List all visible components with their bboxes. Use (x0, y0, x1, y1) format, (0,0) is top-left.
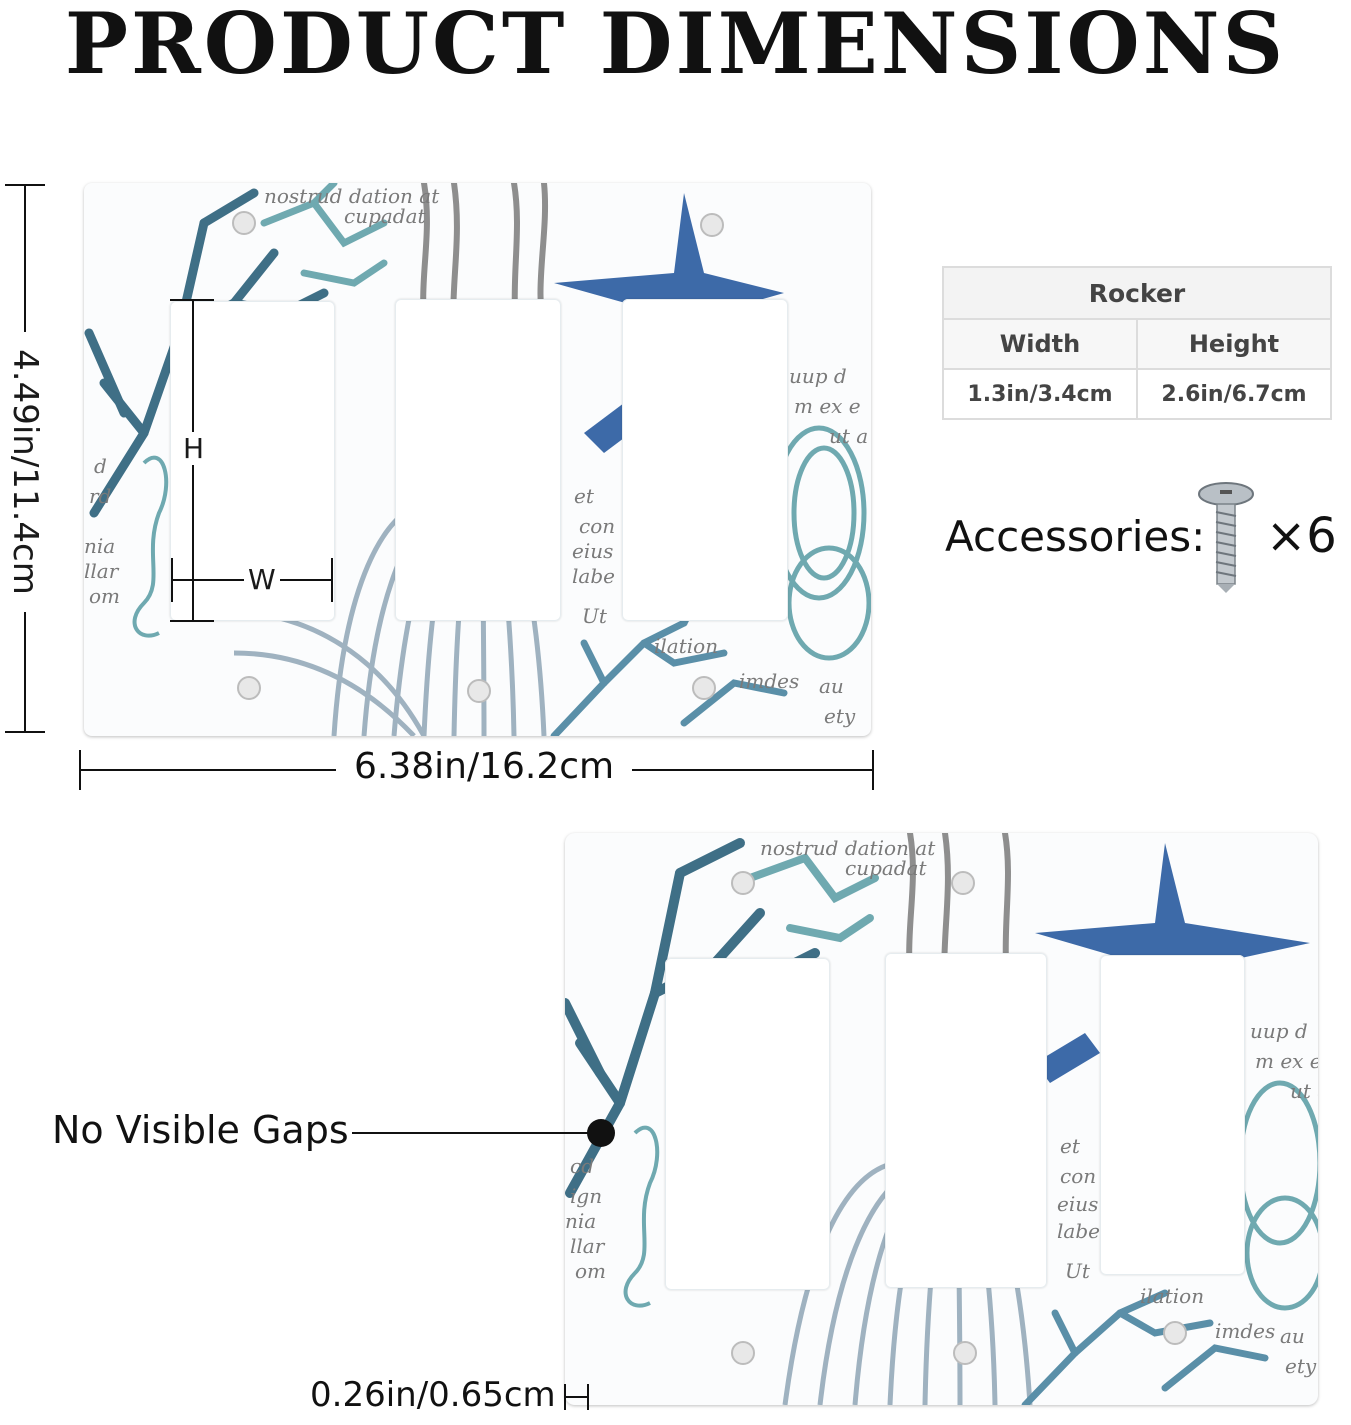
svg-text:con: con (579, 514, 615, 538)
callout-dot (587, 1119, 615, 1147)
svg-text:cd: cd (570, 1154, 594, 1178)
svg-text:et: et (574, 484, 595, 508)
svg-text:uup d: uup d (1250, 1019, 1308, 1043)
svg-text:eius: eius (572, 539, 613, 563)
svg-text:m ex e: m ex e (1255, 1049, 1318, 1073)
svg-text:nia: nia (565, 1209, 596, 1233)
svg-text:ut a: ut a (829, 424, 868, 448)
svg-text:cupadat: cupadat (344, 204, 427, 228)
spec-col-height: Height (1136, 318, 1332, 370)
svg-text:imdes: imdes (739, 669, 799, 693)
svg-text:et: et (1060, 1134, 1081, 1158)
thickness-tick-right (587, 1384, 589, 1410)
rocker-spec-table: Rocker Width Height 1.3in/3.4cm 2.6in/6.… (942, 266, 1332, 420)
spec-table-header: Rocker (942, 266, 1332, 320)
svg-text:uup d: uup d (789, 364, 847, 388)
svg-text:imdes: imdes (1215, 1319, 1275, 1343)
wall-plate-angled: nostrud dation at cupadat uup d m ex e u… (565, 833, 1318, 1405)
opening-height-marker: H (181, 432, 207, 465)
opening-width-tick-right (331, 558, 333, 602)
svg-text:ign: ign (570, 1184, 602, 1208)
accessories-label: Accessories: (945, 512, 1206, 561)
svg-text:rd: rd (89, 484, 111, 508)
opening-width-tick-left (171, 558, 173, 602)
accessories-count: ×6 (1266, 508, 1337, 564)
wall-plate-front: nostrud dation at cupadat uup d m ex e u… (84, 183, 871, 736)
svg-text:ut a: ut a (1290, 1079, 1318, 1103)
svg-text:au: au (819, 674, 844, 698)
thickness-line (564, 1396, 588, 1398)
svg-text:ilation: ilation (654, 634, 718, 658)
rocker-opening-right (622, 299, 788, 621)
spec-value-height: 2.6in/6.7cm (1136, 368, 1332, 420)
svg-text:con: con (1060, 1164, 1096, 1188)
rocker-opening-middle (395, 299, 561, 621)
plate-height-tick-top (5, 184, 45, 186)
spec-col-width: Width (942, 318, 1138, 370)
svg-text:om: om (89, 584, 120, 608)
svg-text:cupadat: cupadat (845, 856, 928, 880)
svg-text:nostrud dation at: nostrud dation at (264, 184, 440, 208)
svg-text:Ut: Ut (1065, 1259, 1091, 1283)
opening-height-tick-bottom (170, 620, 214, 622)
svg-text:ety: ety (1285, 1354, 1317, 1378)
svg-text:d: d (94, 454, 107, 478)
no-visible-gaps-label: No Visible Gaps (52, 1108, 349, 1152)
svg-text:nostrud dation at: nostrud dation at (760, 836, 936, 860)
rocker-opening-middle-angled (885, 953, 1047, 1288)
plate-width-tick-right (872, 750, 874, 790)
rocker-opening-right-angled (1100, 955, 1245, 1275)
spec-value-width: 1.3in/3.4cm (942, 368, 1138, 420)
plate-thickness-label: 0.26in/0.65cm (310, 1375, 556, 1415)
plate-height-label: 4.49in/11.4cm (5, 332, 45, 612)
svg-text:ety: ety (824, 704, 856, 728)
page-title: PRODUCT DIMENSIONS (64, 0, 1287, 93)
plate-width-label: 6.38in/16.2cm (336, 746, 633, 787)
svg-text:llar: llar (84, 559, 120, 583)
svg-text:labe: labe (572, 564, 615, 588)
opening-width-marker: W (244, 563, 280, 596)
svg-text:om: om (575, 1259, 606, 1283)
plate-height-tick-bottom (5, 731, 45, 733)
svg-text:m ex e: m ex e (794, 394, 861, 418)
svg-text:au: au (1280, 1324, 1305, 1348)
svg-text:nia: nia (84, 534, 115, 558)
plate-width-tick-left (79, 750, 81, 790)
opening-height-tick-top (170, 299, 214, 301)
svg-text:ilation: ilation (1140, 1284, 1204, 1308)
rocker-opening-left-angled (665, 958, 830, 1290)
screw-icon (1196, 480, 1256, 595)
callout-line (352, 1132, 600, 1134)
svg-text:llar: llar (570, 1234, 606, 1258)
svg-text:eius: eius (1057, 1192, 1098, 1216)
svg-text:Ut: Ut (582, 604, 608, 628)
svg-text:labe: labe (1057, 1219, 1100, 1243)
